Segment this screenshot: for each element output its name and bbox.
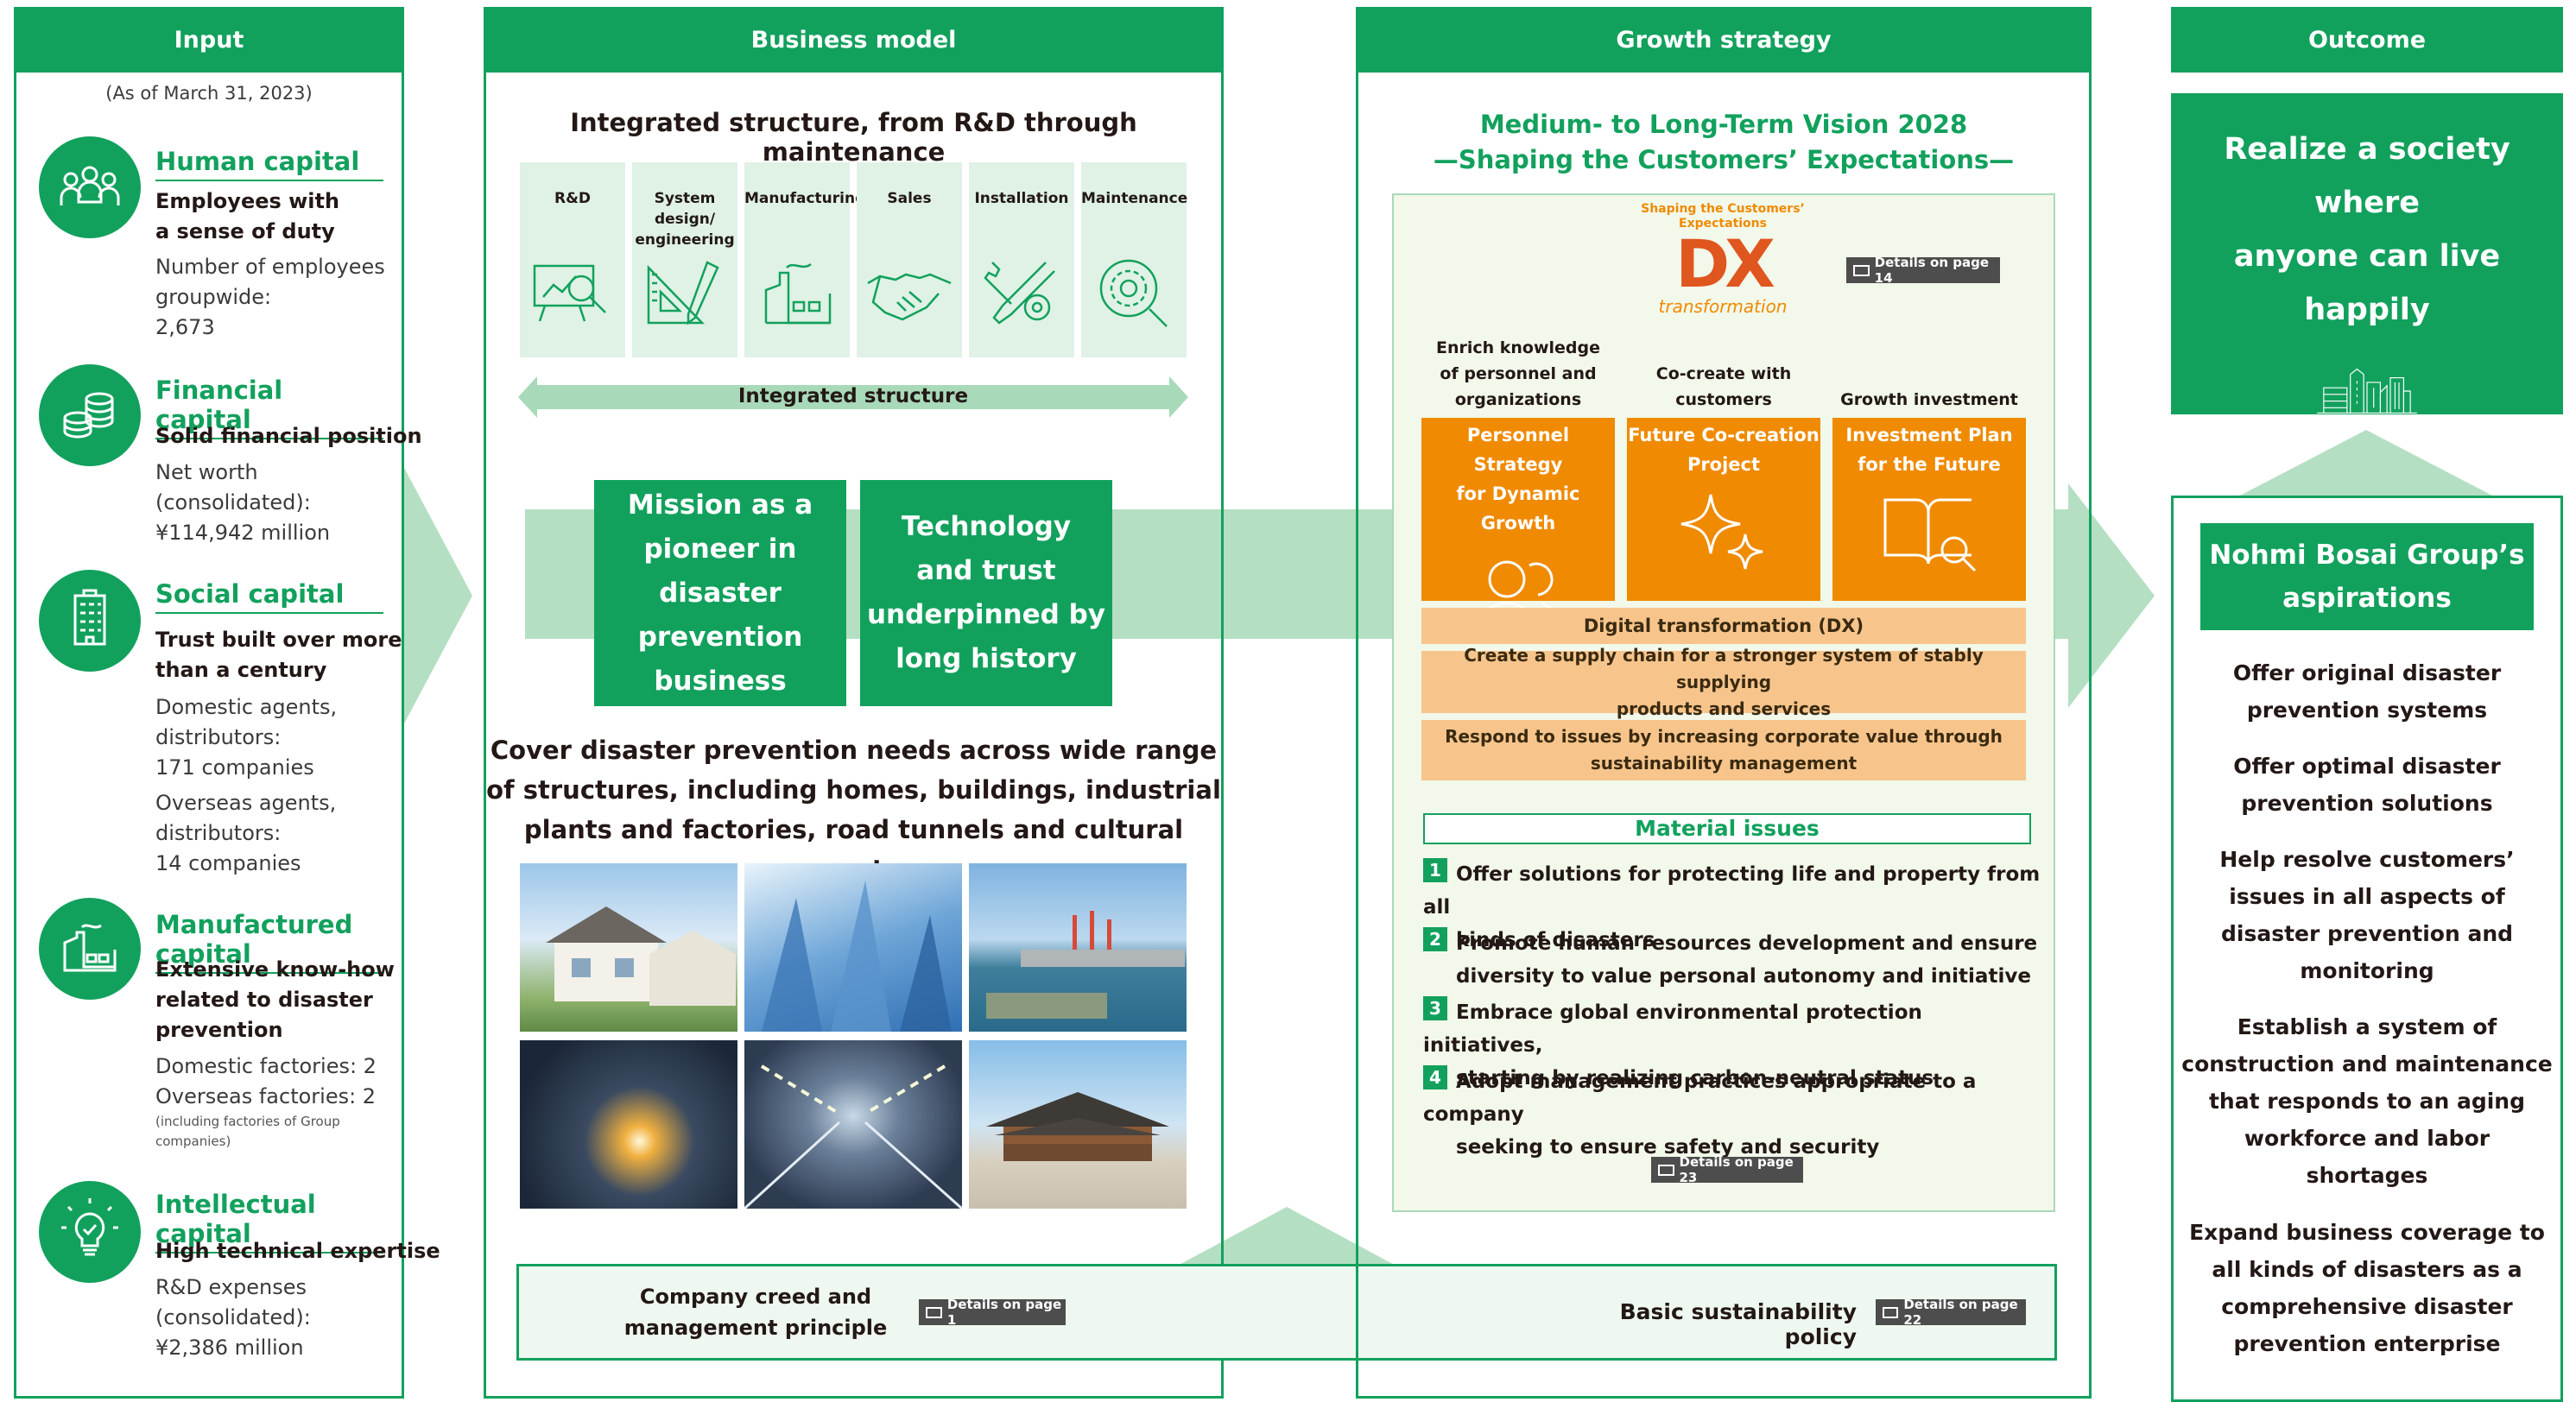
financial-capital-detail: Net worth(consolidated):¥114,942 million <box>155 460 331 545</box>
intellectual-capital-strength: High technical expertise <box>155 1239 440 1263</box>
photo-homes <box>520 863 737 1032</box>
aspiration-3: Help resolve customers’issues in all asp… <box>2219 847 2515 983</box>
details-page-14-link[interactable]: Details on page 14 <box>1846 255 2000 286</box>
tools-icon <box>984 262 1055 325</box>
factory-icon <box>764 262 832 325</box>
factory-icon <box>39 898 141 1000</box>
handshake-icon <box>867 273 952 321</box>
intellectual-capital-detail: R&D expenses(consolidated):¥2,386 millio… <box>155 1275 311 1360</box>
social-capital-title: Social capital <box>155 579 383 614</box>
book-icon <box>926 1306 942 1318</box>
intellectual-capital-title: Intellectual capital <box>155 1190 383 1254</box>
up-arrow-footer <box>1174 1207 1399 1267</box>
book-search-icon <box>1883 498 1977 572</box>
human-capital-title: Human capital <box>155 147 383 181</box>
business-model-header: Business model <box>484 7 1224 73</box>
photo-road-tunnel <box>744 1040 962 1209</box>
book-icon <box>1853 264 1870 276</box>
pillar-caption-3: Growth investment <box>1840 390 2018 409</box>
financial-capital-title: Financial capital <box>155 376 383 439</box>
step-sales: Sales <box>857 162 962 357</box>
bar-supply-chain: Create a supply chain for a stronger sys… <box>1421 645 2026 719</box>
people-icon <box>39 136 141 238</box>
city-skyline-icon <box>2317 368 2417 414</box>
book-icon <box>1883 1306 1899 1318</box>
photo-industrial-plant <box>969 863 1187 1032</box>
gear-search-icon <box>1099 259 1168 327</box>
vision-title: Medium- to Long-Term Vision 2028—Shaping… <box>1433 110 2015 174</box>
presentation-icon <box>533 264 606 322</box>
social-capital-detail: Domestic agents,distributors:171 compani… <box>155 695 338 875</box>
as-of-date: (As of March 31, 2023) <box>105 83 313 104</box>
step-manufacturing: Manufacturing <box>744 162 865 357</box>
cover-statement: Cover disaster prevention needs across w… <box>486 736 1221 884</box>
step-system-design: System design/ engineering <box>632 162 737 357</box>
outcome-header: Outcome <box>2171 7 2563 73</box>
integrated-structure-heading: Integrated structure, from R&D through m… <box>570 108 1137 167</box>
sustainability-policy-label: Basic sustainability policy <box>1619 1299 1857 1349</box>
growth-strategy-header: Growth strategy <box>1356 7 2092 73</box>
step-installation: Installation <box>969 162 1074 357</box>
photo-buildings <box>744 863 962 1032</box>
book-icon <box>1658 1164 1674 1176</box>
manufactured-capital-title: Manufactured capital <box>155 910 383 974</box>
bar-sustainability: Respond to issues by increasing corporat… <box>1421 720 2026 780</box>
integrated-structure-arrow <box>518 376 1188 418</box>
input-header: Input <box>14 7 404 73</box>
sparkle-icon <box>1680 494 1763 570</box>
financial-capital-strength: Solid financial position <box>155 424 422 448</box>
lightbulb-icon <box>39 1181 141 1283</box>
coins-icon <box>39 364 141 466</box>
details-page-1-link[interactable]: Details on page 1 <box>919 1297 1066 1328</box>
details-page-22-link[interactable]: Details on page 22 <box>1876 1297 2026 1328</box>
dx-logo: Shaping the Customers’Expectations DX tr… <box>1641 202 1805 317</box>
step-rnd: R&D <box>520 162 625 357</box>
bar-digital-transformation: Digital transformation (DX) <box>1421 608 2026 644</box>
integrated-structure-label: Integrated structure <box>737 385 969 407</box>
flow-arrow-input-to-business <box>403 466 472 725</box>
material-issues-title: Material issues <box>1423 813 2031 844</box>
up-arrow-outcome <box>2237 430 2496 497</box>
building-icon <box>39 570 141 672</box>
drafting-icon <box>647 261 719 325</box>
footer-bar <box>516 1264 2057 1361</box>
input-column <box>14 69 404 1399</box>
details-page-23-link[interactable]: Details on page 23 <box>1651 1154 1803 1185</box>
photo-cultural-asset <box>969 1040 1187 1209</box>
aspirations-panel <box>2171 496 2563 1402</box>
step-maintenance: Maintenance <box>1081 162 1187 357</box>
photo-welding <box>520 1040 737 1209</box>
